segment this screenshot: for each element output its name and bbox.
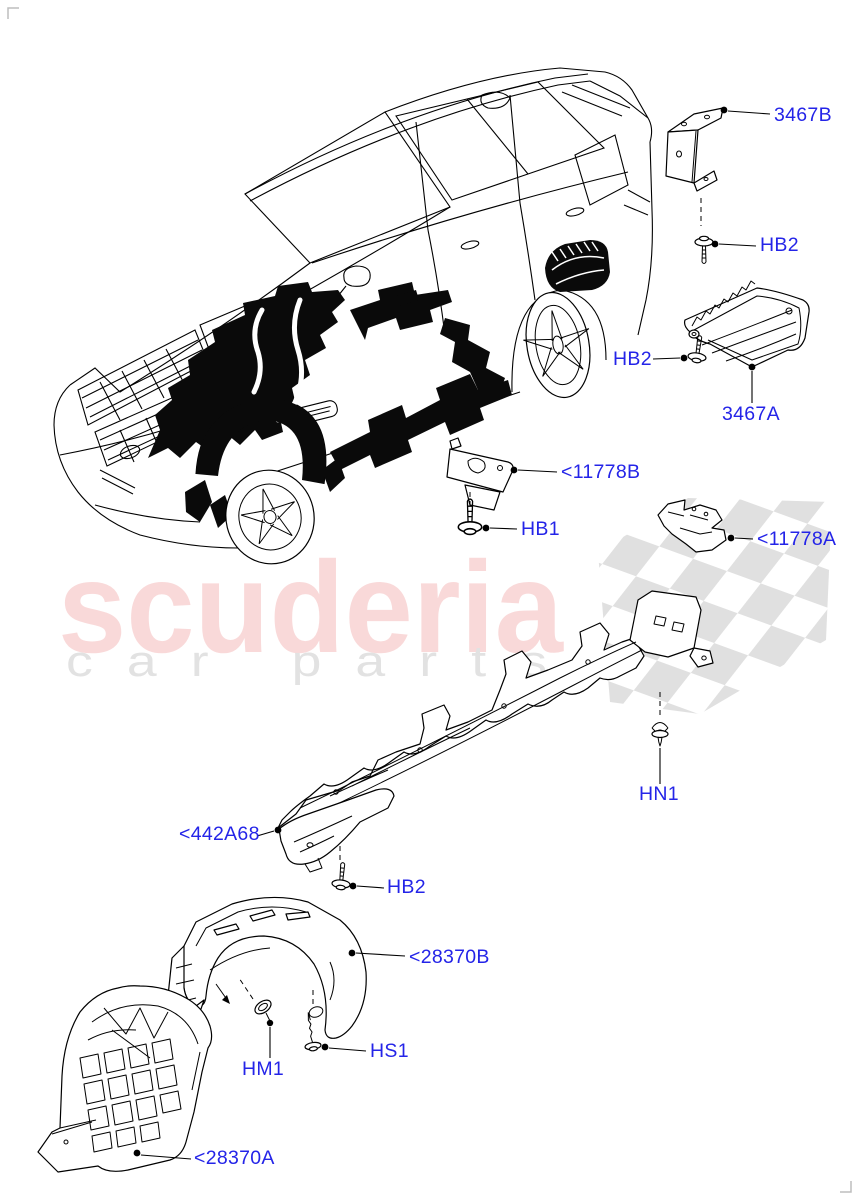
- assembly-line: [238, 977, 254, 1000]
- part-label-28370a[interactable]: <28370A: [194, 1147, 275, 1169]
- fastener-hs1-screw: [299, 1010, 323, 1053]
- fastener-hb2-screw-top: [694, 235, 714, 265]
- part-label-hb1[interactable]: HB1: [521, 518, 560, 540]
- part-bracket-11778b: [446, 437, 514, 511]
- part-label-3467b[interactable]: 3467B: [774, 104, 832, 126]
- part-label-28370b[interactable]: <28370B: [409, 946, 490, 968]
- rear-wheel: [523, 291, 591, 399]
- part-label-hb2-bottom[interactable]: HB2: [387, 876, 426, 898]
- part-label-hn1[interactable]: HN1: [639, 783, 679, 805]
- part-label-11778a[interactable]: <11778A: [757, 528, 836, 550]
- watermark-tagline-text: car parts: [66, 637, 581, 686]
- part-wheelhouse-liner-front-28370a: [37, 985, 213, 1173]
- highlight-upper-sill-shield: [350, 282, 452, 340]
- crop-mark-bottom-right: [840, 1181, 852, 1193]
- part-label-hb2-mid[interactable]: HB2: [613, 348, 652, 370]
- part-undershield-442a68: [277, 590, 714, 873]
- part-bracket-11778a: [657, 499, 727, 553]
- fastener-hn1-pin: [651, 721, 669, 747]
- crop-mark-top-left: [7, 7, 19, 19]
- part-label-hb2-top[interactable]: HB2: [760, 234, 799, 256]
- highlight-lower-sill-shield: [330, 374, 512, 470]
- part-bracket-3467b: [665, 107, 724, 192]
- part-label-hm1[interactable]: HM1: [242, 1058, 284, 1080]
- part-label-3467a[interactable]: 3467A: [722, 403, 780, 425]
- highlight-front-arch-liner: [196, 398, 326, 484]
- part-label-442a68[interactable]: <442A68: [179, 823, 260, 845]
- vehicle-illustration: [53, 67, 653, 565]
- part-shield-3467a: [683, 280, 810, 368]
- checkered-flag-watermark: [598, 498, 832, 714]
- front-wheel: [225, 469, 315, 565]
- part-label-11778b[interactable]: <11778B: [561, 461, 640, 483]
- fastener-hm1-clip: [254, 999, 272, 1022]
- fastener-hb2-screw-bottom: [330, 861, 353, 892]
- part-label-hs1[interactable]: HS1: [370, 1040, 409, 1062]
- callout-leader-lines: [133, 106, 771, 1160]
- watermark-brand-text: scuderia: [58, 534, 565, 680]
- highlight-rear-quarter-shield: [545, 240, 610, 292]
